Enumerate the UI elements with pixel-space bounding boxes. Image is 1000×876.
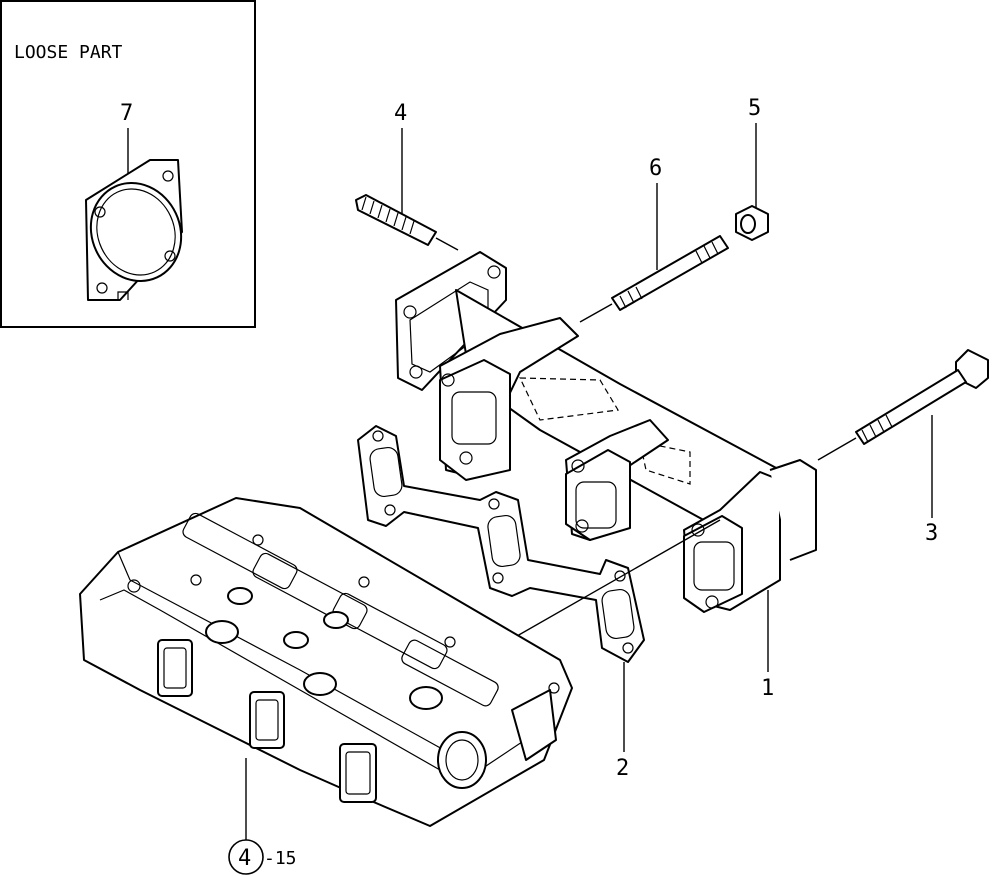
ref-circle (228, 839, 264, 875)
ref-suffix: -15 (264, 848, 297, 869)
exhaust-manifold-part-1[interactable] (395, 251, 817, 613)
bolt-part-3[interactable] (817, 349, 989, 461)
alignment-line (509, 519, 721, 641)
callout-3-label[interactable]: 3 (925, 521, 938, 546)
callout-5-label[interactable]: 5 (748, 96, 761, 121)
stud-part-4[interactable] (355, 194, 459, 251)
manifold-gasket-part-2[interactable] (357, 425, 645, 663)
ref-number: 4 (238, 846, 251, 871)
callout-2-label[interactable]: 2 (616, 756, 629, 781)
callout-1-label[interactable]: 1 (761, 676, 774, 701)
callout-7-label[interactable]: 7 (120, 101, 133, 126)
nut-part-5[interactable] (735, 205, 769, 241)
flange-gasket-part-7[interactable] (75, 159, 197, 301)
cylinder-head (79, 497, 573, 827)
reference-callout[interactable]: 4 -15 (228, 839, 297, 875)
callout-4-label[interactable]: 4 (394, 101, 407, 126)
loose-part-inset: LOOSE PART 7 (0, 0, 256, 328)
loose-part-title: LOOSE PART (14, 42, 123, 63)
stud-part-6[interactable] (579, 235, 729, 323)
callout-6-label[interactable]: 6 (649, 156, 662, 181)
